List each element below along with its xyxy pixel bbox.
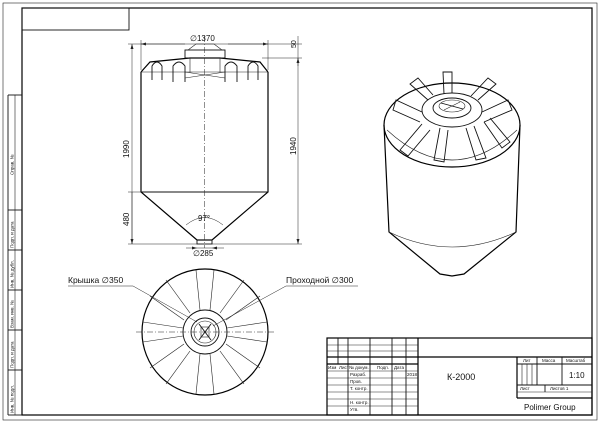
col-header: Лист: [339, 365, 349, 370]
scale-label: Масштаб: [566, 358, 586, 363]
top-left-box: [21, 7, 130, 31]
lid-label: Крышка ∅350: [68, 275, 123, 285]
dim-cone-angle: 97°: [198, 214, 210, 223]
designation: К-2000: [447, 372, 475, 382]
stamp-text: Инв. № подл.: [10, 385, 15, 413]
dim-cone-height: 480: [122, 212, 131, 226]
inner-frame: [21, 7, 593, 416]
stamp-text: Подп. и дата: [10, 221, 15, 248]
col-header: Изм: [328, 365, 336, 370]
dim-lid: 50: [291, 40, 298, 48]
stamp-text: Подп. и дата: [10, 341, 15, 368]
side-stamp-strip: Инв. № подл. Подп. и дата Взам. инв. № И…: [7, 94, 22, 416]
row-label: Утв.: [350, 407, 359, 412]
col-header: № докум.: [349, 365, 369, 370]
sheet-label: Лист: [520, 386, 530, 391]
title-block: Изм Лист № докум. Подп. Дата Разраб. Про…: [326, 337, 593, 416]
year: 2018: [407, 372, 418, 377]
row-label: Т. контр.: [350, 386, 368, 391]
front-view: ∅1370 50 1990 1940 480 97° ∅285: [122, 34, 302, 258]
col-header: Подп.: [377, 365, 389, 370]
dim-diameter: ∅1370: [190, 34, 215, 43]
dim-body-height: 1940: [289, 137, 298, 155]
stamp-text: Инв. № дубл.: [10, 260, 15, 288]
stamp-text: Справ. №: [10, 154, 15, 175]
stamp-text: Взам. инв. №: [10, 300, 15, 328]
dim-total-height: 1990: [122, 140, 131, 158]
lit-label: Лит: [523, 358, 531, 363]
row-label: Пров.: [350, 379, 362, 384]
isometric-view: [383, 71, 521, 277]
mass-label: Масса: [542, 358, 556, 363]
row-label: Н. контр.: [350, 400, 369, 405]
top-view: Крышка ∅350 Проходной ∅300: [68, 268, 358, 396]
dim-outlet: ∅285: [193, 249, 214, 258]
manhole-label: Проходной ∅300: [286, 275, 354, 285]
col-header: Дата: [394, 365, 404, 370]
sheets-label: Листов 1: [550, 386, 569, 391]
scale-value: 1:10: [569, 371, 585, 380]
company: Polimer Group: [524, 403, 576, 412]
row-label: Разраб.: [350, 372, 366, 377]
